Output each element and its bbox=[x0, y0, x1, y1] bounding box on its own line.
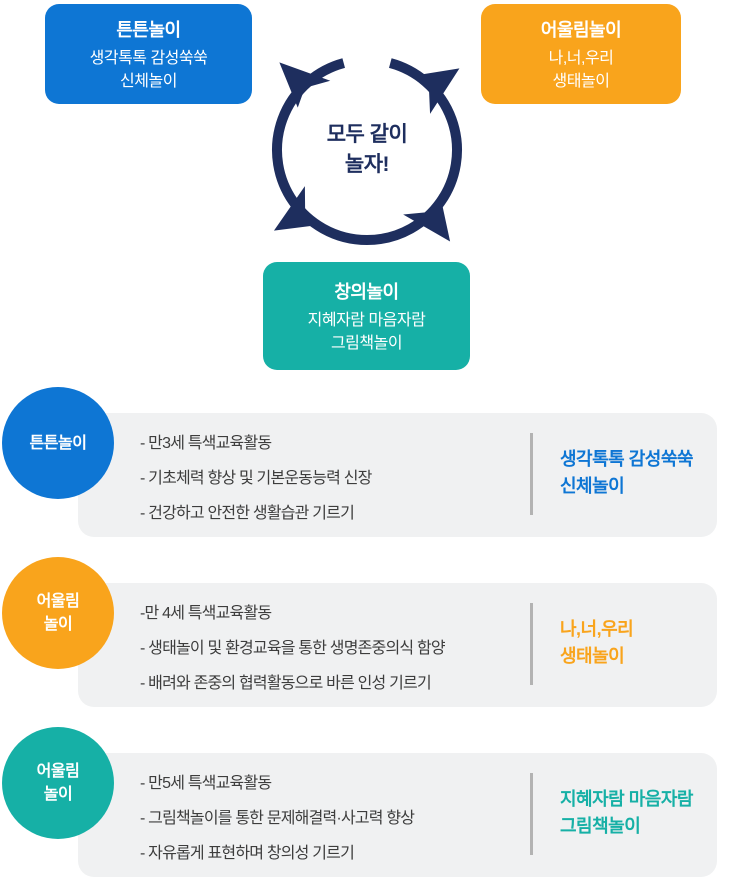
card-subtitle-line: 신체놀이 bbox=[120, 72, 177, 90]
row-badge-line: 어울림 bbox=[36, 593, 80, 610]
card-subtitle-line: 지혜자람 마음자람 bbox=[307, 311, 426, 329]
row-panel: - 만3세 특색교육활동 - 기초체력 향상 및 기본운동능력 신장 - 건강하… bbox=[78, 413, 717, 537]
bullet-item: - 만5세 특색교육활동 bbox=[140, 775, 272, 792]
card-title: 튼튼놀이 bbox=[116, 19, 181, 40]
row-label-line: 그림책놀이 bbox=[560, 816, 641, 836]
row-badge: 어울림 놀이 bbox=[2, 727, 114, 839]
row-badge: 어울림 놀이 bbox=[2, 557, 114, 669]
vertical-divider bbox=[530, 603, 533, 685]
card-subtitle-line: 생각톡톡 감성쑥쑥 bbox=[89, 49, 208, 67]
row-badge-line: 놀이 bbox=[43, 616, 73, 633]
row-label-line: 신체놀이 bbox=[560, 476, 625, 496]
row-label: 지혜자람 마음자람 그림책놀이 bbox=[560, 786, 693, 840]
row-badge-line: 놀이 bbox=[43, 786, 73, 803]
bullet-item: -만 4세 특색교육활동 bbox=[140, 605, 272, 622]
row-bullets: -만 4세 특색교육활동 - 생태놀이 및 환경교육을 통한 생명존중의식 함양… bbox=[140, 596, 446, 701]
card-creative-play: 창의놀이 지혜자람 마음자람 그림책놀이 bbox=[263, 262, 470, 370]
card-physical-play: 튼튼놀이 생각톡톡 감성쑥쑥 신체놀이 bbox=[45, 4, 252, 104]
row-panel: -만 4세 특색교육활동 - 생태놀이 및 환경교육을 통한 생명존중의식 함양… bbox=[78, 583, 717, 707]
cycle-center-line: 모두 같이 bbox=[326, 123, 408, 146]
bullet-item: - 생태놀이 및 환경교육을 통한 생명존중의식 함양 bbox=[140, 640, 446, 657]
card-subtitle: 생각톡톡 감성쑥쑥 신체놀이 bbox=[45, 47, 252, 93]
bullet-item: - 그림책놀이를 통한 문제해결력·사고력 향상 bbox=[140, 810, 415, 827]
bullet-item: - 건강하고 안전한 생활습관 기르기 bbox=[140, 505, 355, 522]
row-label: 생각톡톡 감성쑥쑥 신체놀이 bbox=[560, 446, 693, 500]
row-bullets: - 만3세 특색교육활동 - 기초체력 향상 및 기본운동능력 신장 - 건강하… bbox=[140, 426, 372, 531]
row-creative-play: 어울림 놀이 - 만5세 특색교육활동 - 그림책놀이를 통한 문제해결력·사고… bbox=[0, 725, 732, 890]
row-physical-play: 튼튼놀이 - 만3세 특색교육활동 - 기초체력 향상 및 기본운동능력 신장 … bbox=[0, 385, 732, 550]
card-subtitle: 지혜자람 마음자람 그림책놀이 bbox=[263, 309, 470, 355]
card-subtitle: 나,너,우리 생태놀이 bbox=[481, 47, 681, 93]
bullet-item: - 배려와 존중의 협력활동으로 바른 인성 기르기 bbox=[140, 675, 432, 692]
card-togetherness-play: 어울림놀이 나,너,우리 생태놀이 bbox=[481, 4, 681, 104]
row-label-line: 생태놀이 bbox=[560, 646, 625, 666]
cycle-diagram: 모두 같이 놀자! bbox=[262, 45, 472, 255]
vertical-divider bbox=[530, 773, 533, 855]
cycle-center-text: 모두 같이 놀자! bbox=[262, 45, 472, 255]
row-label-line: 나,너,우리 bbox=[560, 619, 634, 639]
bullet-item: - 만3세 특색교육활동 bbox=[140, 435, 272, 452]
card-title: 어울림놀이 bbox=[540, 19, 622, 40]
row-badge-line: 튼튼놀이 bbox=[29, 434, 87, 452]
row-label-line: 생각톡톡 감성쑥쑥 bbox=[560, 449, 693, 469]
card-title: 창의놀이 bbox=[334, 281, 399, 302]
bullet-item: - 자유롭게 표현하며 창의성 기르기 bbox=[140, 845, 355, 862]
cycle-center-line: 놀자! bbox=[344, 153, 390, 176]
card-subtitle-line: 나,너,우리 bbox=[548, 49, 614, 67]
row-badge: 튼튼놀이 bbox=[2, 387, 114, 499]
row-badge-line: 어울림 bbox=[36, 763, 80, 780]
row-togetherness-play: 어울림 놀이 -만 4세 특색교육활동 - 생태놀이 및 환경교육을 통한 생명… bbox=[0, 555, 732, 720]
bullet-item: - 기초체력 향상 및 기본운동능력 신장 bbox=[140, 470, 372, 487]
card-subtitle-line: 그림책놀이 bbox=[330, 334, 403, 352]
row-bullets: - 만5세 특색교육활동 - 그림책놀이를 통한 문제해결력·사고력 향상 - … bbox=[140, 766, 415, 871]
row-label: 나,너,우리 생태놀이 bbox=[560, 616, 634, 670]
card-subtitle-line: 생태놀이 bbox=[552, 72, 610, 90]
row-panel: - 만5세 특색교육활동 - 그림책놀이를 통한 문제해결력·사고력 향상 - … bbox=[78, 753, 717, 877]
cycle-arrows-icon bbox=[272, 58, 462, 246]
vertical-divider bbox=[530, 433, 533, 515]
row-label-line: 지혜자람 마음자람 bbox=[560, 789, 693, 809]
